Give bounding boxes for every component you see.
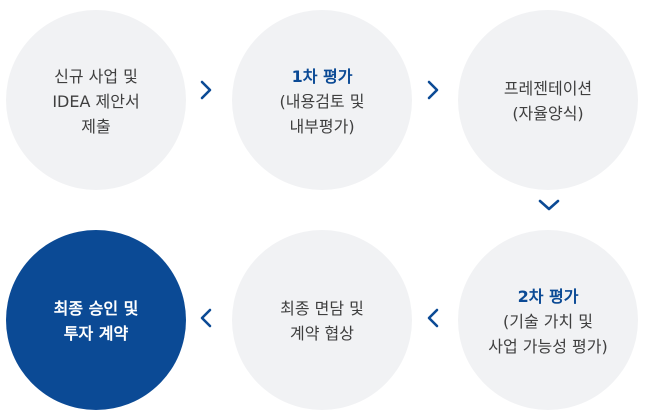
chevron-down-icon [538, 199, 560, 211]
step-2-line-2: 내부평가) [289, 116, 355, 136]
step-2-title: 1차 평가 [291, 66, 353, 86]
step-6-line-2: 투자 계약 [63, 324, 129, 343]
step-3-line-2: (자율양식) [512, 104, 584, 123]
step-5-final-interview: 최종 면담 및 계약 협상 [232, 230, 412, 410]
chevron-left-icon [427, 308, 439, 328]
step-1-line-1: 신규 사업 및 [54, 66, 138, 86]
step-4-title: 2차 평가 [517, 286, 579, 306]
chevron-right-icon [427, 80, 439, 100]
step-2-line-1: (내용검토 및 [279, 91, 365, 111]
step-5-line-2: 계약 협상 [290, 324, 354, 343]
step-4-line-1: (기술 가치 및 [502, 311, 593, 331]
step-4-line-2: 사업 가능성 평가) [488, 336, 608, 356]
step-3-presentation: 프레젠테이션 (자율양식) [458, 10, 638, 190]
step-3-line-1: 프레젠테이션 [503, 79, 593, 98]
chevron-left-icon [200, 308, 212, 328]
step-1-proposal-submission: 신규 사업 및 IDEA 제안서 제출 [6, 10, 186, 190]
step-1-line-3: 제출 [81, 116, 111, 136]
chevron-right-icon [200, 80, 212, 100]
step-5-line-1: 최종 면담 및 [280, 299, 364, 318]
step-4-second-evaluation: 2차 평가 (기술 가치 및 사업 가능성 평가) [458, 230, 638, 410]
step-6-final-approval: 최종 승인 및 투자 계약 [6, 230, 186, 410]
step-2-first-evaluation: 1차 평가 (내용검토 및 내부평가) [232, 10, 412, 190]
step-1-line-2: IDEA 제안서 [52, 91, 140, 111]
step-6-line-1: 최종 승인 및 [53, 299, 139, 318]
